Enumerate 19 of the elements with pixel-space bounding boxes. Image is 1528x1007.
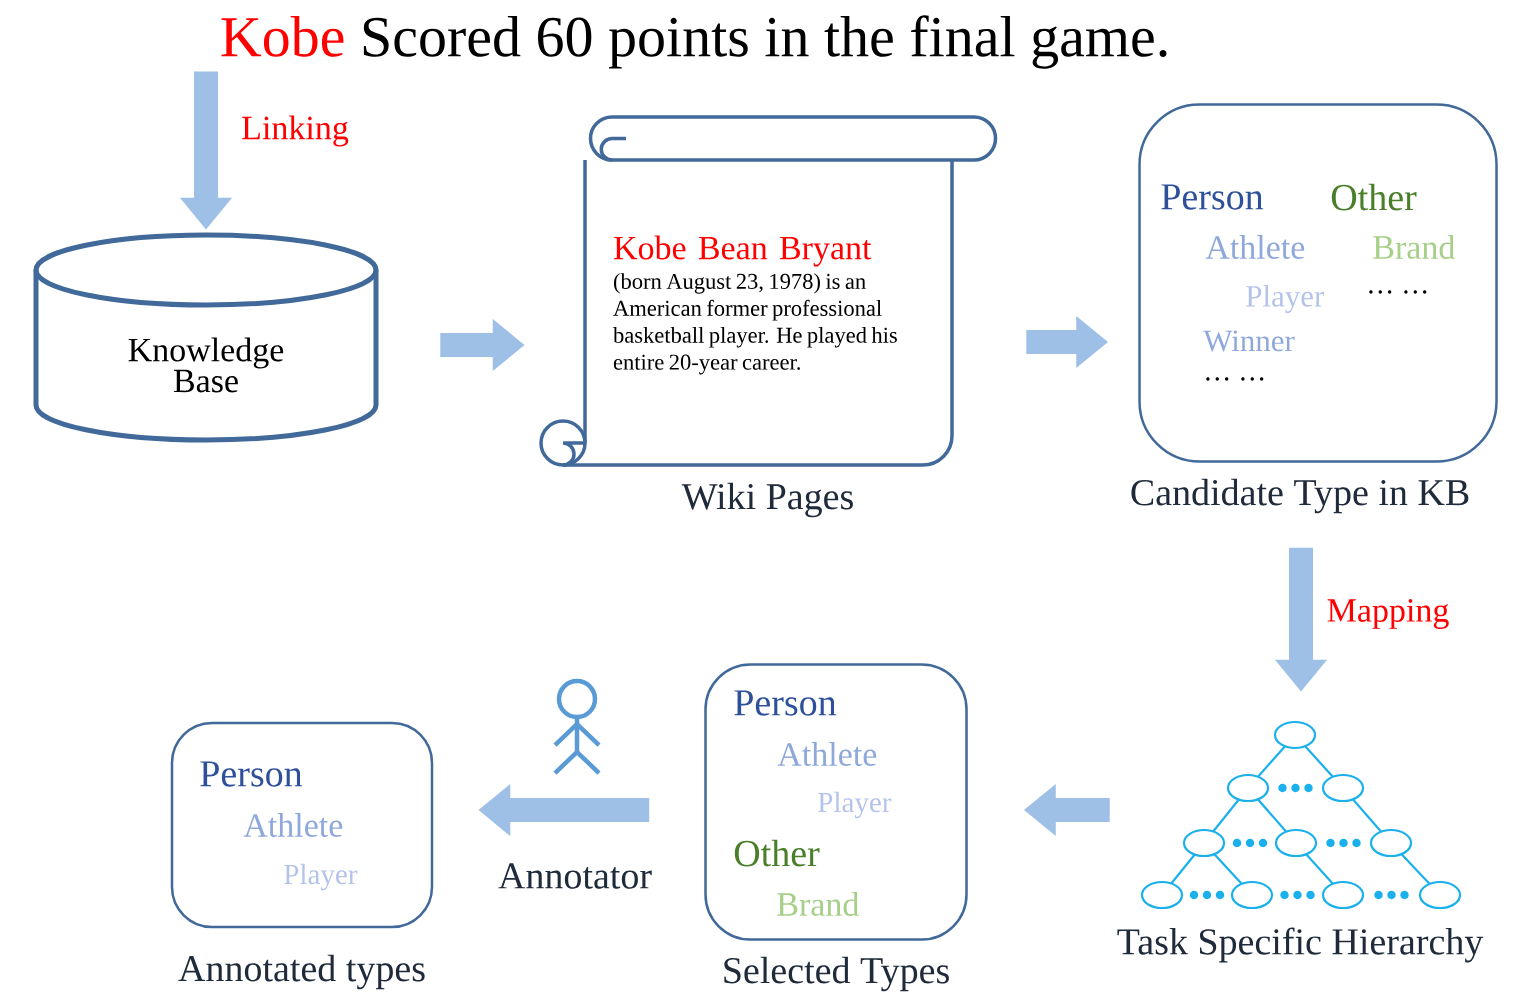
- type-box: Person Other Athlete Brand Player … … Winner … …: [1138, 103, 1498, 463]
- database-cylinder: Knowledge Base: [33, 232, 379, 443]
- edge-label: Annotator: [498, 863, 652, 889]
- person-icon: [553, 678, 601, 775]
- type-box: Person Athlete Player: [170, 721, 434, 929]
- title: Kobe Scored 60 points in the final game.: [221, 15, 1167, 69]
- node-label: Annotated types: [178, 954, 425, 990]
- node-label: (born August 23, 1978) is an American former professional basketball player. He played his entire 20-year career.: [613, 273, 897, 375]
- edge-label: Linking: [242, 115, 349, 147]
- node-label: Kobe Bean Bryant: [613, 235, 872, 267]
- node-label: Knowledge Base: [128, 337, 284, 393]
- scroll-page: Kobe Bean Bryant (born August 23, 1978) is an American former professional basketball player. He played his entire 20-year career.: [539, 115, 998, 467]
- edge-label: Mapping: [1327, 599, 1449, 629]
- tree-drawing: [1140, 720, 1462, 910]
- type-box: Person Athlete Player Other Brand: [704, 663, 968, 941]
- node-label: Wiki Pages: [681, 482, 853, 518]
- node-label: Selected Types: [724, 956, 949, 992]
- node-label: Candidate Type in KB: [1131, 478, 1469, 514]
- node-label: Task Specific Hierarchy: [1117, 927, 1484, 963]
